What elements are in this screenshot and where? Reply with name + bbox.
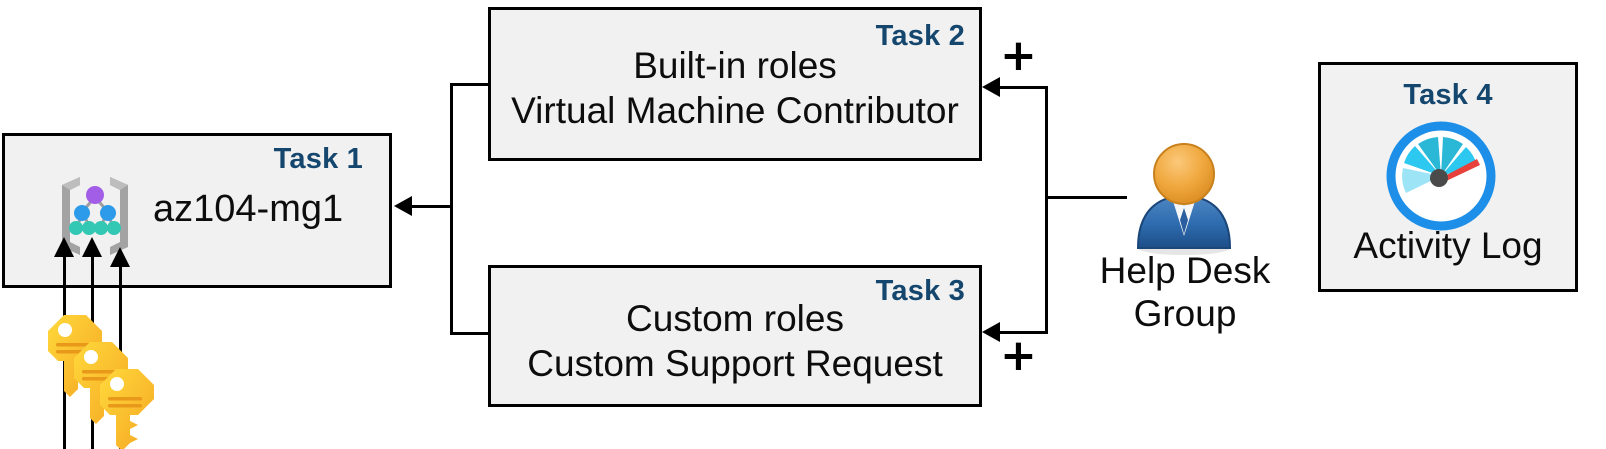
arrow-to-task2 xyxy=(982,77,1000,97)
connector-task3-stub xyxy=(450,332,490,335)
task3-line2: Custom Support Request xyxy=(527,343,943,384)
connector-task2-stub xyxy=(450,83,490,86)
gauge-icon xyxy=(1386,121,1496,231)
user-group-icon xyxy=(1136,143,1232,255)
task3-box[interactable]: Task 3 Custom roles Custom Support Reque… xyxy=(488,265,982,407)
connector-to-task1-line xyxy=(412,205,452,208)
key-arrow-head-1 xyxy=(54,237,74,257)
task4-tag: Task 4 xyxy=(1403,79,1493,111)
connector-person-stub xyxy=(1045,196,1127,199)
task4-label: Activity Log xyxy=(1353,225,1543,266)
key-arrow-head-3 xyxy=(110,247,130,267)
key-arrow-head-2 xyxy=(82,237,102,257)
task3-line1: Custom roles xyxy=(626,298,844,339)
management-group-icon xyxy=(62,177,128,255)
connector-person-vertical xyxy=(1045,86,1048,334)
connector-to-task2-line xyxy=(1000,86,1048,89)
connector-to-task3-line xyxy=(1000,331,1048,334)
task3-tag: Task 3 xyxy=(875,275,965,307)
arrow-to-task1 xyxy=(394,196,412,216)
task1-tag: Task 1 xyxy=(273,143,363,175)
person-label-line1: Help Desk xyxy=(1099,250,1271,291)
plus-sign-task3: + xyxy=(1000,330,1037,381)
connector-bracket-vertical xyxy=(450,83,453,335)
task2-line1: Built-in roles xyxy=(633,45,837,86)
keys-icon xyxy=(48,315,154,449)
task1-title: az104-mg1 xyxy=(153,188,344,230)
task1-box[interactable]: Task 1 az104-mg1 xyxy=(2,133,392,288)
person-label-line2: Group xyxy=(1133,292,1237,334)
task2-line2: Virtual Machine Contributor xyxy=(511,90,959,131)
task4-box[interactable]: Task 4 Activity Log xyxy=(1318,62,1578,292)
person-label: Help Desk Group xyxy=(1075,250,1295,335)
plus-sign-task2: + xyxy=(1000,30,1037,81)
task2-box[interactable]: Task 2 Built-in roles Virtual Machine Co… xyxy=(488,7,982,161)
task2-tag: Task 2 xyxy=(875,20,965,52)
arrow-to-task3 xyxy=(982,322,1000,342)
